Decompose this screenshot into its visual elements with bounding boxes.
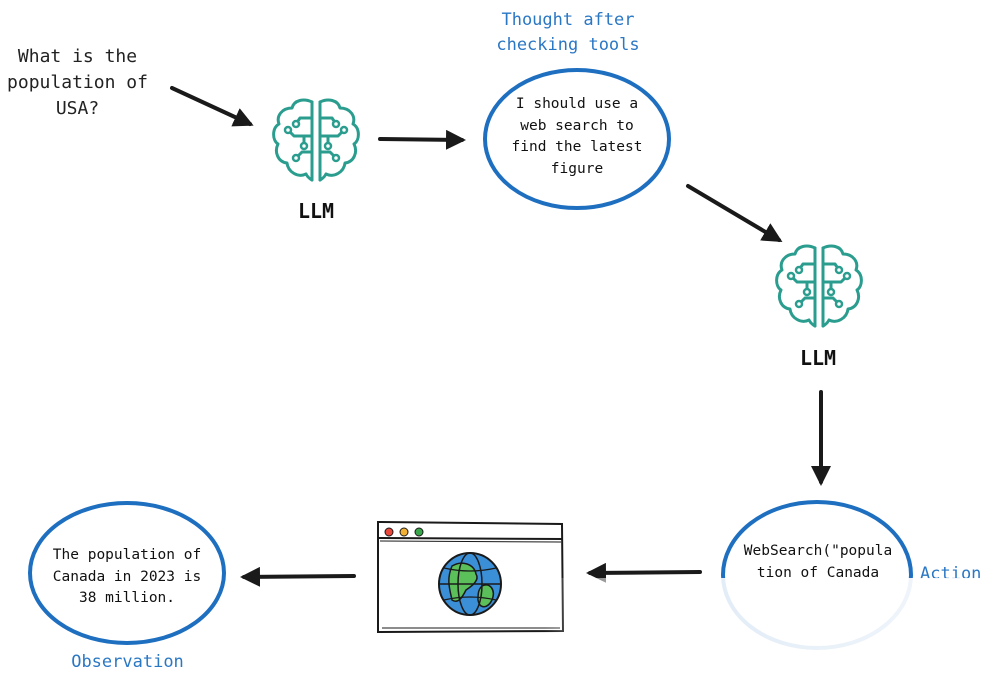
- arrow-thought-to-llm: [686, 184, 783, 243]
- minimize-dot-icon: [399, 527, 409, 537]
- question-text: What is the population of USA?: [7, 46, 148, 119]
- maximize-dot-icon: [414, 527, 424, 537]
- arrow-action-to-browser: [586, 562, 702, 583]
- browser-window-icon: [377, 520, 565, 634]
- globe-icon: [438, 552, 502, 616]
- action-text: WebSearch("popula tion of Canada: [743, 543, 893, 581]
- llm-label-mid: LLM: [799, 346, 837, 370]
- llm-label-top: LLM: [297, 199, 335, 223]
- observation-label: Observation: [71, 652, 184, 672]
- watermark-fade: [545, 578, 997, 680]
- observation-text: The population of Canada in 2023 is 38 m…: [52, 547, 202, 606]
- observation-ellipse: [28, 501, 226, 645]
- close-dot-icon: [384, 527, 394, 537]
- thought-ellipse: [483, 68, 671, 210]
- arrow-llm-to-thought: [378, 129, 466, 150]
- brain-circuit-icon: [272, 98, 360, 182]
- thought-label: Thought after checking tools: [496, 10, 640, 55]
- brain-circuit-icon: [775, 244, 863, 328]
- thought-text: I should use a web search to find the la…: [511, 96, 643, 177]
- arrow-question-to-llm: [170, 86, 254, 127]
- arrow-browser-to-observation: [240, 566, 356, 587]
